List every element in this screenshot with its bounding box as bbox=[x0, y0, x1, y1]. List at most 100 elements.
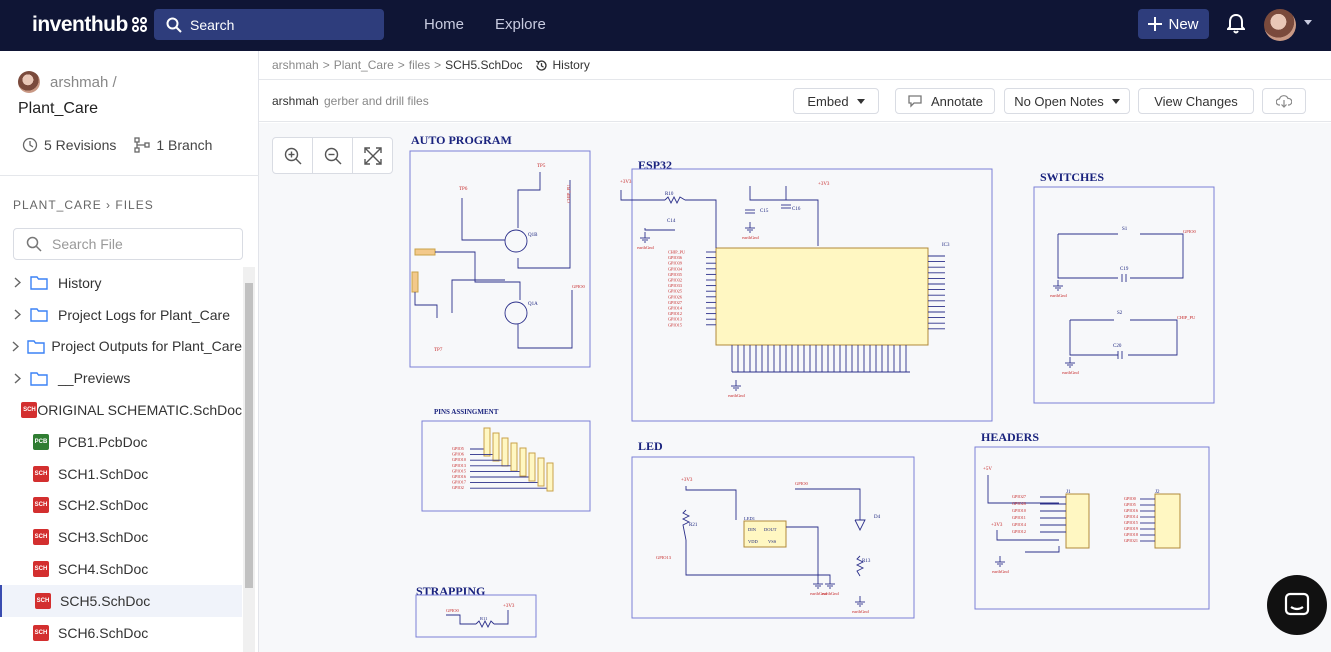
pins-title: PINS ASSINGMENT bbox=[434, 408, 499, 416]
schematic-label: DIN bbox=[748, 527, 757, 532]
schematic-label: VDD bbox=[748, 539, 758, 544]
file-search-input[interactable]: Search File bbox=[13, 228, 243, 260]
schematic-wire bbox=[435, 251, 521, 300]
breadcrumb-owner[interactable]: arshmah bbox=[272, 58, 319, 72]
schematic-block bbox=[1065, 493, 1090, 549]
view-changes-button[interactable]: View Changes bbox=[1138, 88, 1254, 114]
net-label: GPIO35 bbox=[668, 272, 682, 277]
tree-folder[interactable]: History bbox=[0, 267, 242, 299]
schematic-block bbox=[743, 520, 787, 548]
breadcrumb-project[interactable]: Plant_Care bbox=[333, 58, 394, 72]
schematic-label: S2 bbox=[1117, 311, 1123, 316]
chevron-right-icon[interactable] bbox=[6, 373, 28, 384]
net-label: GPIO19 bbox=[1124, 526, 1138, 531]
commit-author[interactable]: arshmah bbox=[272, 94, 319, 108]
net-label: GPIO27 bbox=[668, 300, 682, 305]
embed-label: Embed bbox=[807, 93, 849, 109]
embed-dropdown[interactable]: Embed bbox=[793, 88, 879, 114]
schematic-block bbox=[415, 594, 537, 638]
tree-item-label: ORIGINAL SCHEMATIC.SchDoc bbox=[37, 402, 242, 419]
net-label: GPIO10 bbox=[452, 457, 466, 462]
chevron-down-icon[interactable] bbox=[1304, 20, 1312, 25]
download-button[interactable] bbox=[1262, 88, 1306, 114]
schematic-label: +3V3 bbox=[620, 180, 632, 185]
history-link[interactable]: History bbox=[535, 58, 590, 72]
chevron-right-icon[interactable] bbox=[6, 309, 28, 320]
owner-name[interactable]: arshmah / bbox=[50, 73, 117, 91]
chat-support-button[interactable] bbox=[1267, 575, 1327, 635]
zoom-out-button[interactable] bbox=[313, 138, 353, 173]
sidebar-scrollbar[interactable] bbox=[243, 267, 255, 652]
net-label: GPIO26 bbox=[1012, 501, 1026, 506]
user-avatar[interactable] bbox=[1264, 9, 1296, 41]
folder-icon bbox=[30, 307, 58, 322]
chevron-right-icon[interactable] bbox=[6, 277, 28, 288]
notes-dropdown[interactable]: No Open Notes bbox=[1004, 88, 1130, 114]
schematic-wire bbox=[795, 488, 861, 520]
schematic-label: J1 bbox=[1066, 490, 1071, 495]
tree-folder[interactable]: __Previews bbox=[0, 362, 242, 394]
net-label: GPIO14 bbox=[1012, 522, 1027, 527]
schematic-label: GPIO0 bbox=[446, 608, 460, 613]
schematic-wire bbox=[1025, 546, 1060, 553]
net-label: GPIO26 bbox=[668, 294, 682, 299]
net-label: GPIO15 bbox=[668, 322, 682, 327]
nav-home[interactable]: Home bbox=[424, 16, 465, 33]
owner-avatar[interactable] bbox=[18, 71, 40, 93]
annotate-button[interactable]: Annotate bbox=[895, 88, 995, 114]
schematic-wire bbox=[685, 199, 717, 248]
tree-item-label: __Previews bbox=[58, 370, 131, 387]
schematic-wire bbox=[446, 614, 476, 625]
schematic-block bbox=[528, 452, 536, 482]
zoom-in-button[interactable] bbox=[273, 138, 313, 173]
fit-screen-button[interactable] bbox=[353, 138, 392, 173]
history-icon bbox=[535, 59, 547, 71]
tree-item-label: PCB1.PcbDoc bbox=[58, 433, 148, 450]
net-label: GPIO39 bbox=[668, 261, 682, 266]
schematic-block bbox=[546, 462, 554, 492]
revisions-link[interactable]: 5 Revisions bbox=[22, 137, 116, 153]
bell-icon[interactable] bbox=[1227, 14, 1245, 34]
breadcrumb-root[interactable]: PLANT_CARE bbox=[13, 198, 102, 212]
tree-folder[interactable]: Project Outputs for Plant_Care bbox=[0, 331, 242, 363]
nav-explore[interactable]: Explore bbox=[495, 16, 546, 33]
schematic-wire bbox=[461, 198, 505, 241]
breadcrumb-files[interactable]: files bbox=[408, 58, 431, 72]
chevron-right-icon[interactable] bbox=[6, 341, 25, 352]
schematic-label: +3V3 bbox=[991, 523, 1003, 528]
schematic-label: C16 bbox=[792, 207, 801, 212]
tree-item-label: SCH1.SchDoc bbox=[58, 465, 149, 482]
tree-folder[interactable]: Project Logs for Plant_Care bbox=[0, 299, 242, 331]
breadcrumb-separator: > bbox=[397, 58, 405, 72]
schematic-wire bbox=[644, 228, 675, 231]
schematic-wire bbox=[517, 172, 541, 228]
ground-label: earthGnd bbox=[728, 393, 745, 398]
global-search[interactable]: Search bbox=[154, 9, 384, 40]
schematic-file-icon: SCH bbox=[30, 497, 58, 514]
scroll-thumb[interactable] bbox=[245, 283, 253, 588]
ground-label: earthGnd bbox=[1062, 370, 1079, 375]
schematic-label: D4 bbox=[874, 515, 881, 520]
project-name[interactable]: Plant_Care bbox=[18, 100, 99, 117]
tree-item-label: Project Logs for Plant_Care bbox=[58, 306, 230, 323]
pcb-file-icon: PCB bbox=[30, 433, 58, 450]
schematic-wire bbox=[494, 610, 509, 625]
branches-link[interactable]: 1 Branch bbox=[134, 137, 212, 153]
schematic-block bbox=[501, 437, 509, 467]
schematic-label: R21 bbox=[689, 523, 698, 528]
inventhub-logo[interactable]: inventhub bbox=[32, 13, 148, 37]
net-label: GPIO14 bbox=[1124, 514, 1139, 519]
tree-item-label: SCH5.SchDoc bbox=[60, 592, 151, 609]
new-button[interactable]: New bbox=[1138, 9, 1209, 39]
schematic-wire bbox=[664, 195, 686, 205]
schematic-wire bbox=[1128, 319, 1178, 356]
